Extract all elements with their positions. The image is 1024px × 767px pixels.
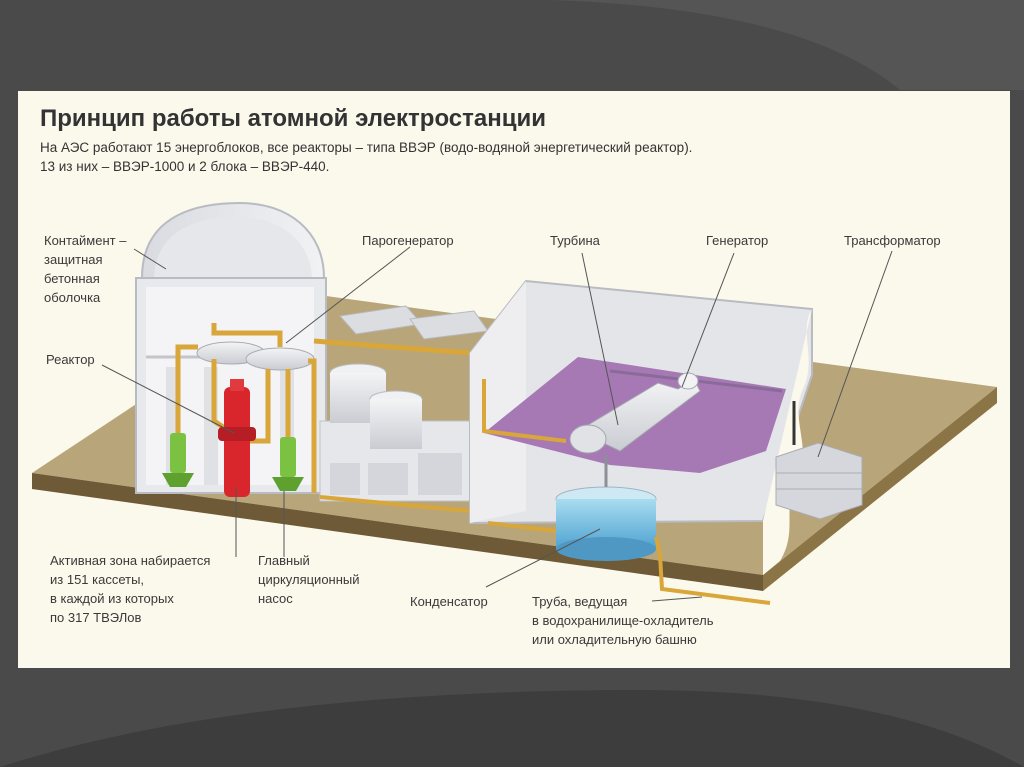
subtitle-line: На АЭС работают 15 энергоблоков, все реа… [40,140,693,155]
label-containment: Контаймент – защитная бетонная оболочка [44,233,127,305]
label-active-zone: Активная зона набирается из 151 кассеты,… [50,553,211,625]
turbine-generator [569,372,701,454]
diagram-subtitle: На АЭС работают 15 энергоблоков, все реа… [40,138,800,176]
npp-diagram [32,201,997,605]
main-circulation-pump [162,433,304,491]
reactor-vessel [218,379,256,497]
subtitle-line: 13 из них – ВВЭР-1000 и 2 блока – ВВЭР-4… [40,159,330,174]
label-transformer: Трансформатор [844,233,941,248]
transformer [775,401,863,520]
condenser [555,455,657,561]
diagram-title: Принцип работы атомной электростанции [40,105,547,132]
label-turbine: Турбина [550,233,600,248]
label-main-pump: Главный циркуляционный насос [258,553,360,606]
label-reactor: Реактор [46,352,95,367]
auxiliary-roof [339,305,489,340]
label-generator: Генератор [706,233,769,248]
label-cooling-pipe: Труба, ведущая в водохранилище-охладител… [532,594,714,647]
slide-panel: Принцип работы атомной электростанции На… [18,91,1010,668]
auxiliary-building [319,363,471,513]
label-steam-generator: Парогенератор [362,233,454,248]
cooling-water-pipe [487,521,771,605]
leader-lines [101,246,893,602]
steam-generator [196,341,315,371]
label-condenser: Конденсатор [410,594,488,609]
